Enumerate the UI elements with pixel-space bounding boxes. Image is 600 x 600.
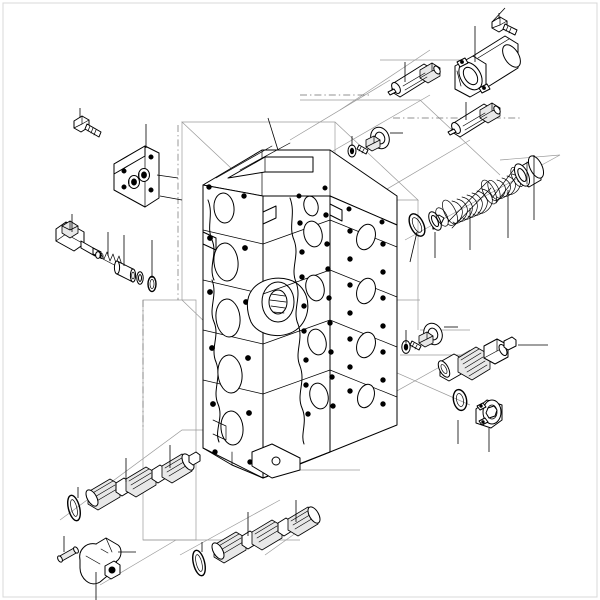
spring-end-cap bbox=[513, 155, 545, 188]
chain-center-lines bbox=[142, 94, 520, 430]
lower-valve-spool bbox=[211, 506, 321, 564]
left-plug-assembly bbox=[55, 214, 157, 293]
solenoid-mounting-bolt bbox=[491, 16, 518, 36]
upper-valve-spool-o-ring bbox=[67, 494, 81, 522]
relief-valve-o-ring bbox=[452, 388, 468, 412]
upper-eye-bolt-washer bbox=[347, 144, 357, 158]
main-valve-body bbox=[202, 142, 398, 479]
upper-plunger-cartridge bbox=[387, 62, 441, 98]
left-plug-fitting bbox=[55, 220, 102, 259]
valve-body-center-boss bbox=[246, 277, 309, 337]
side-cover-plate-assembly bbox=[73, 115, 160, 208]
plunger-cartridges bbox=[387, 62, 501, 138]
assembly-leader-lines bbox=[79, 108, 279, 201]
lower-plunger-cartridge bbox=[447, 102, 501, 138]
valve-body-right-bolt-holes bbox=[346, 206, 386, 407]
upper-valve-spool bbox=[85, 451, 201, 511]
valve-body-left-bolt-holes bbox=[206, 184, 253, 465]
spring-stack-washer bbox=[428, 207, 449, 231]
valve-spool-assemblies bbox=[67, 445, 321, 577]
side-cover-plate bbox=[113, 145, 160, 208]
cover-plate-mounting-bolt bbox=[73, 115, 102, 138]
lower-eye-bolt-washer bbox=[401, 340, 411, 354]
relief-valve-assembly bbox=[401, 322, 548, 452]
valve-body-right-ports bbox=[356, 223, 376, 409]
left-backup-washer bbox=[136, 271, 144, 285]
upper-eye-bolt-assembly bbox=[347, 126, 403, 158]
small-return-spring bbox=[487, 166, 524, 204]
valve-body-front-bolt-holes bbox=[296, 185, 336, 417]
left-spool-sleeve bbox=[113, 260, 137, 283]
solenoid-valve-housing bbox=[454, 35, 521, 98]
valve-body-front-ports bbox=[303, 195, 329, 410]
lower-valve-spool-o-ring bbox=[192, 549, 206, 577]
solenoid-valve-assembly bbox=[454, 7, 521, 98]
bracket-pin bbox=[57, 546, 79, 563]
large-return-spring bbox=[442, 179, 497, 229]
spring-stack-o-ring bbox=[408, 213, 426, 237]
valve-body-left-ports bbox=[213, 192, 244, 446]
relief-valve-plug bbox=[475, 399, 503, 429]
linkage-bracket-assembly bbox=[57, 536, 136, 600]
spring-stack-assembly bbox=[408, 155, 545, 263]
upper-eye-bolt bbox=[356, 126, 390, 155]
relief-valve-cartridge bbox=[437, 336, 517, 382]
lower-eye-bolt bbox=[409, 322, 443, 351]
linkage-bracket bbox=[79, 537, 122, 585]
